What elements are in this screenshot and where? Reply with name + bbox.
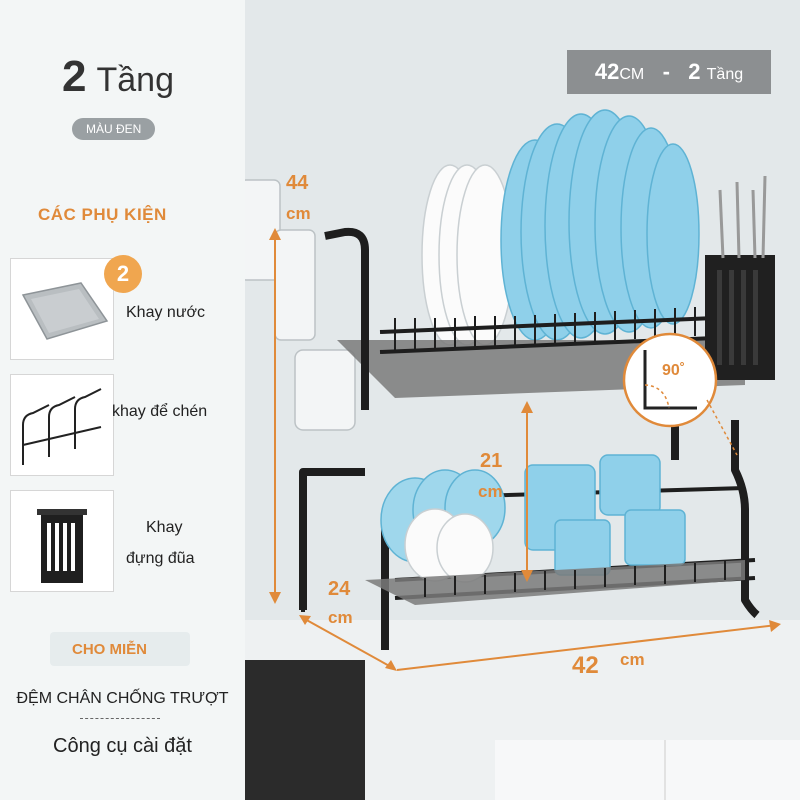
chopstick-holder-icon — [37, 509, 87, 583]
title-word: Tầng — [96, 61, 174, 99]
free-label: CHO MIỄN — [72, 641, 147, 658]
free-banner — [50, 632, 190, 666]
cup-holder-icon — [22, 388, 102, 465]
accessory-label-cup-holder: khay để chén — [112, 403, 208, 420]
accessory-label-chopstick-line1: Khay — [146, 519, 183, 536]
accessory-label-water-tray: Khay nước — [126, 304, 206, 321]
tier-gap-value: 21 — [480, 450, 503, 472]
size-tier-badge: 42CM - 2 Tầng — [567, 50, 771, 94]
height-unit: cm — [286, 204, 311, 223]
depth-unit: cm — [328, 608, 353, 627]
width-unit: cm — [620, 650, 645, 669]
height-value: 44 — [286, 172, 309, 194]
angle-label: 90˚ — [662, 362, 686, 379]
depth-value: 24 — [328, 578, 351, 600]
dish-rack-illustration — [245, 0, 800, 800]
tier-gap-unit: cm — [478, 482, 503, 501]
product-photo — [245, 0, 800, 800]
accessory-count-badge: 2 — [104, 255, 142, 293]
accessory-label-chopstick-line2: đựng đũa — [126, 550, 195, 567]
tiers-word: Tầng — [706, 66, 744, 83]
water-tray-icon — [21, 282, 109, 340]
free-item-install-tool: Công cụ cài đặt — [53, 735, 192, 757]
free-item-anti-slip-pads: ĐỆM CHÂN CHỐNG TRƯỢT — [16, 690, 229, 707]
badge-separator: - — [662, 59, 670, 84]
width-value: 42 — [572, 652, 599, 679]
title-number: 2 — [62, 52, 87, 101]
chopstick-holder-thumbnail — [10, 490, 114, 592]
color-badge: MÀU ĐEN — [72, 118, 156, 140]
cup-holder-thumbnail — [10, 374, 114, 476]
tiers-value: 2 — [688, 59, 701, 84]
water-tray-thumbnail — [10, 258, 114, 360]
size-value: 42 — [594, 59, 620, 84]
accessories-heading: CÁC PHỤ KIỆN — [38, 205, 167, 224]
size-unit: CM — [619, 66, 645, 83]
divider — [80, 718, 160, 719]
